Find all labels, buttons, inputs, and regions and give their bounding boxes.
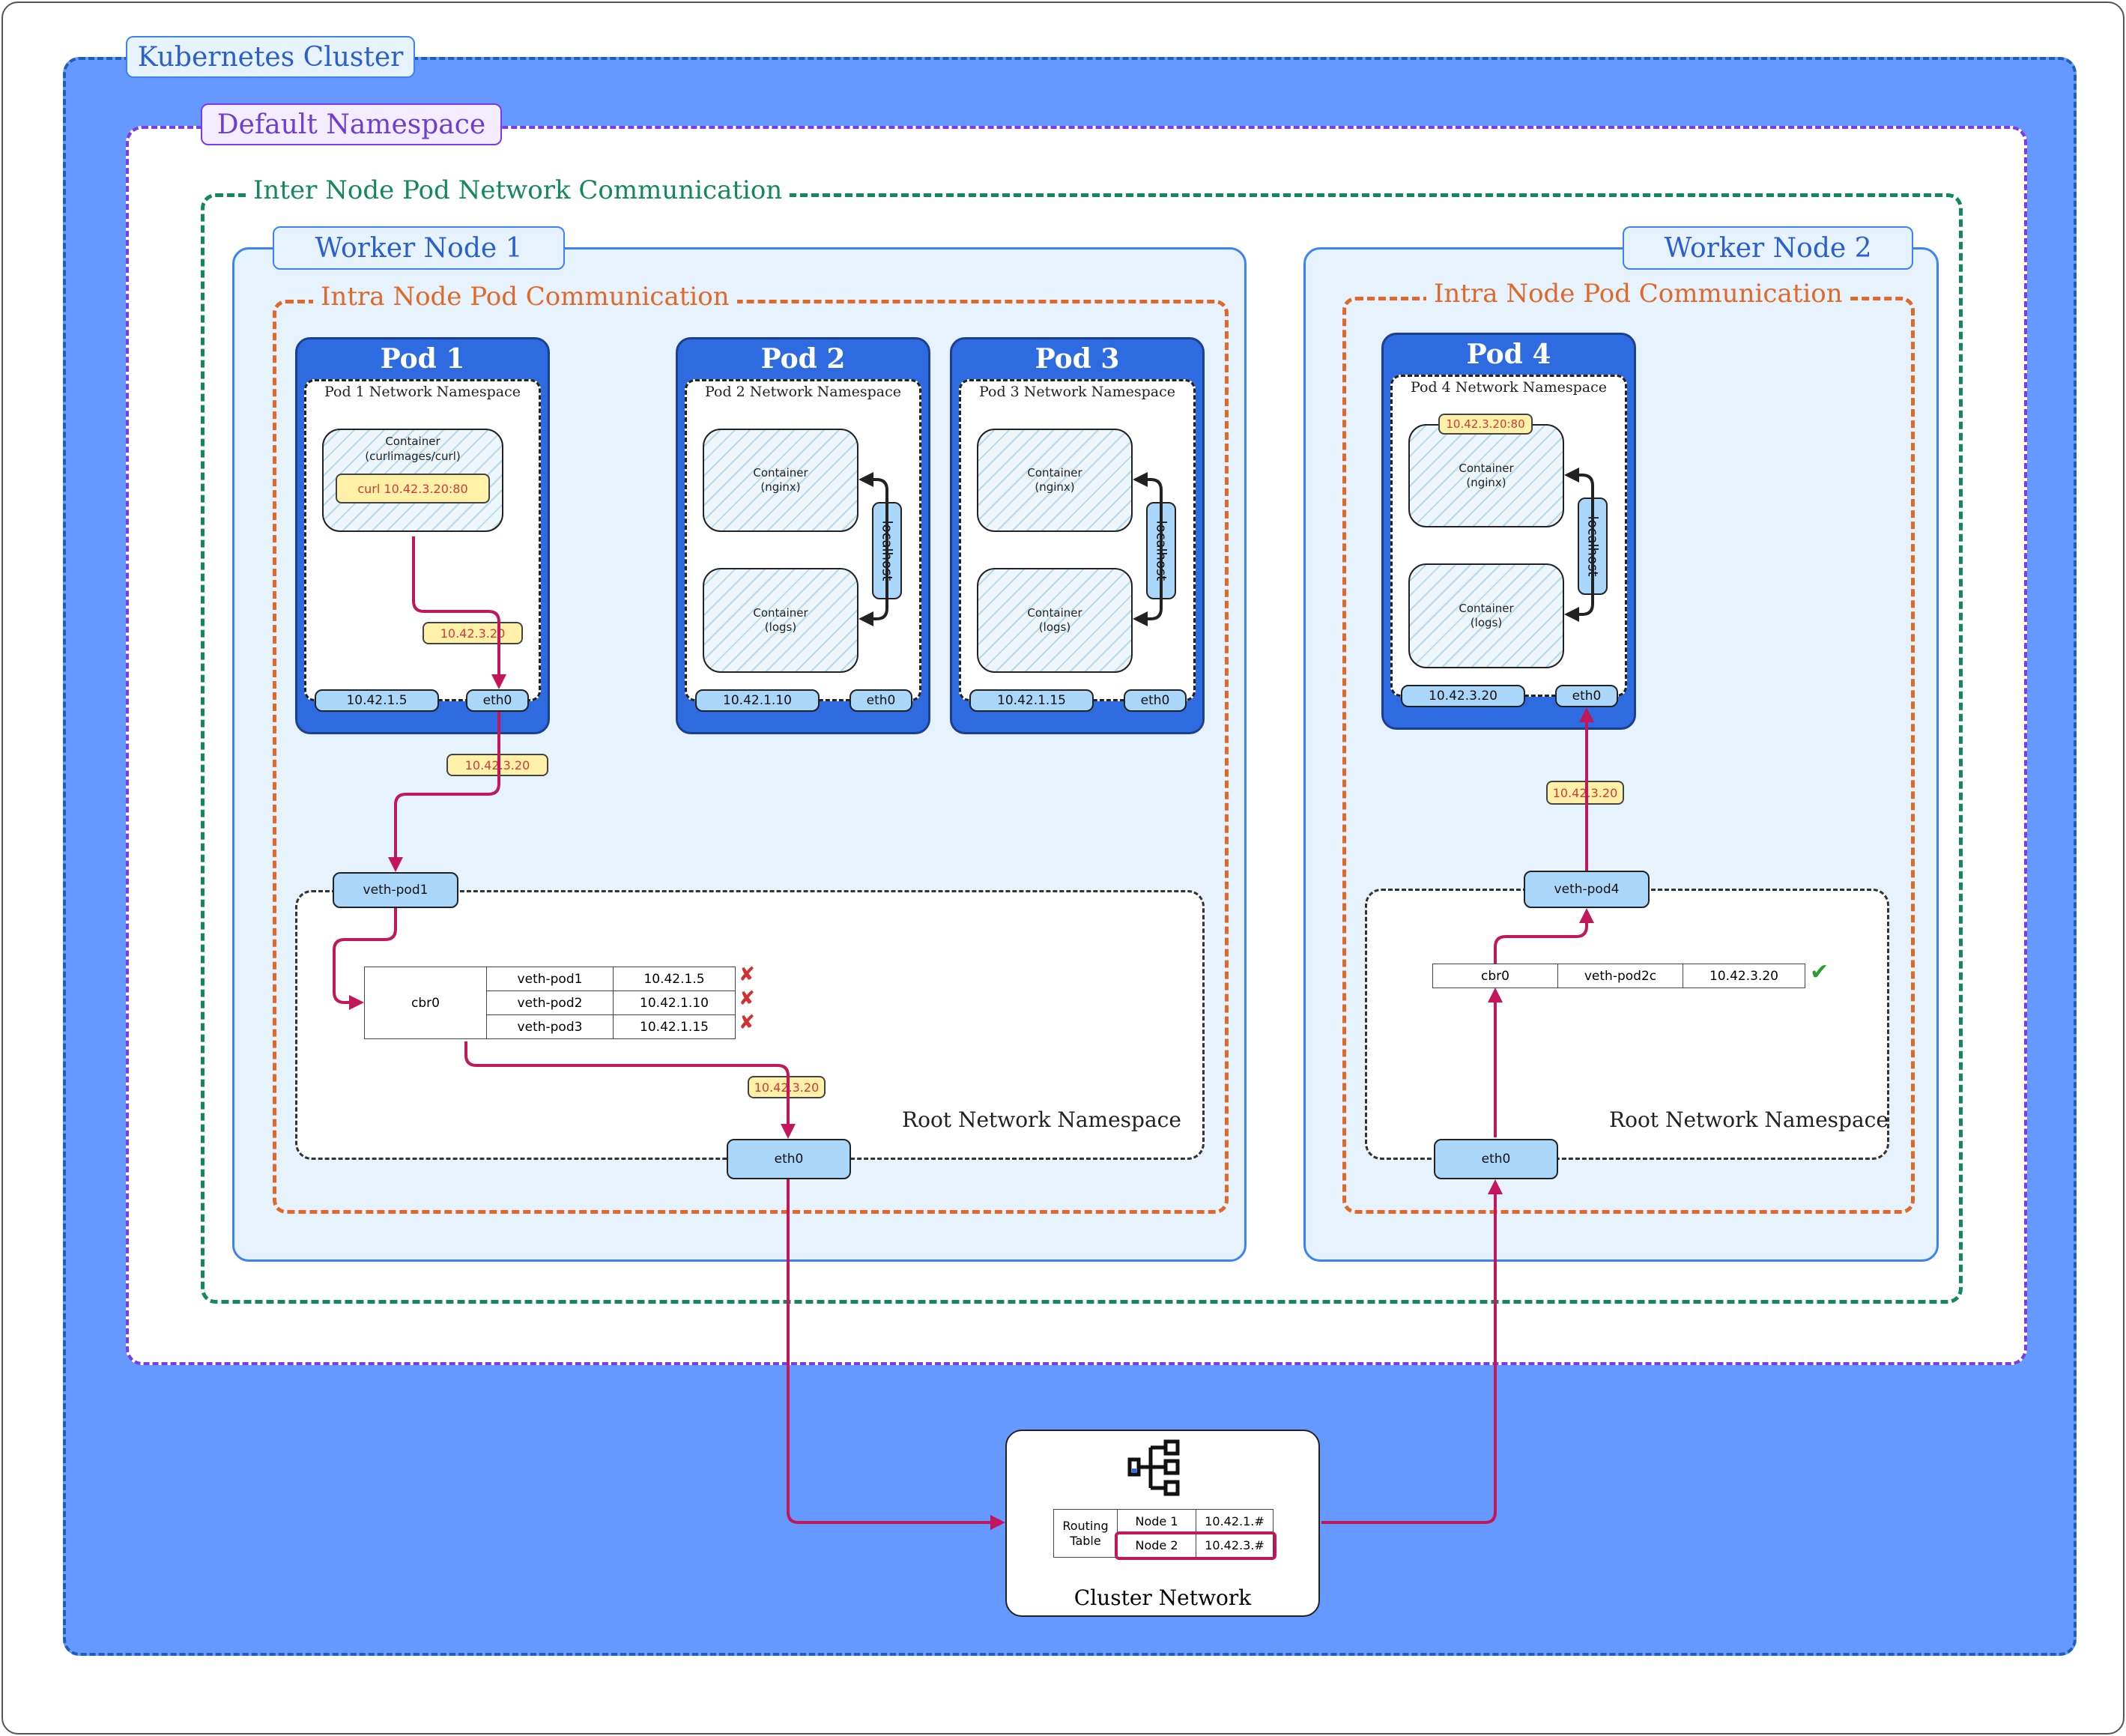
- pod-1-title: Pod 1: [380, 343, 465, 375]
- table-row: veth-pod3 10.42.1.15: [365, 1014, 736, 1039]
- pod-2-logs-container: Container (logs): [703, 568, 858, 673]
- table-row: Routing Table Node 1 10.42.1.#: [1053, 1509, 1274, 1558]
- wire-curl-to-eth0: [412, 536, 506, 689]
- intra-node-communication-1: [273, 300, 1229, 1214]
- table-row: veth-pod2 10.42.1.10: [365, 991, 736, 1015]
- namespace-title: Default Namespace: [201, 103, 502, 145]
- wire-bridge2-to-veth: [1494, 908, 1594, 964]
- pod-4-ip: 10.42.3.20: [1401, 685, 1525, 707]
- packet-pod1-inner: 10.42.3.20: [423, 622, 523, 644]
- bridge-name-2: cbr0: [1432, 964, 1558, 988]
- pod-2-nginx-container: Container (nginx): [703, 429, 858, 532]
- route-node: Node 2: [1117, 1533, 1196, 1558]
- bridge-ip: 10.42.1.5: [613, 967, 736, 991]
- network-hierarchy-icon: [1127, 1437, 1190, 1498]
- pod-3-logs-container: Container (logs): [977, 568, 1133, 673]
- pod-4-namespace-title: Pod 4 Network Namespace: [1411, 379, 1607, 396]
- worker-node-1-title: Worker Node 1: [273, 226, 565, 270]
- bridge-ip: 10.42.3.20: [1683, 964, 1805, 988]
- bridge-table-2: cbr0 veth-pod2c 10.42.3.20: [1432, 964, 1805, 988]
- pod-4-nginx-container: Container (nginx): [1408, 424, 1564, 527]
- reject-x-icon: ✘: [739, 964, 755, 986]
- intra-node-title-1: Intra Node Pod Communication: [313, 282, 737, 312]
- root-namespace-label-1: Root Network Namespace: [902, 1107, 1181, 1132]
- reject-x-icon: ✘: [739, 1011, 755, 1034]
- pod-4-title: Pod 4: [1466, 339, 1551, 370]
- localhost-link-pod4: [1564, 468, 1594, 622]
- wire-pod1-to-veth: [388, 712, 500, 872]
- reject-x-icon: ✘: [739, 988, 755, 1010]
- table-row: cbr0 veth-pod2c 10.42.3.20: [1432, 964, 1805, 988]
- inter-node-title: Inter Node Pod Network Communication: [246, 175, 790, 205]
- cluster-network-label: Cluster Network: [1073, 1585, 1252, 1610]
- root-namespace-label-2: Root Network Namespace: [1609, 1107, 1889, 1132]
- table-row: cbr0 veth-pod1 10.42.1.5: [364, 967, 736, 1039]
- root-network-namespace-2: [1365, 889, 1889, 1160]
- bridge-veth: veth-pod3: [486, 1014, 614, 1039]
- node-1-eth0[interactable]: eth0: [727, 1139, 851, 1179]
- pod-3-nginx-container: Container (nginx): [977, 429, 1133, 532]
- bridge-ip: 10.42.1.10: [613, 991, 736, 1015]
- worker-node-2-title: Worker Node 2: [1623, 226, 1913, 270]
- wire-veth-to-bridge: [333, 908, 397, 1010]
- routing-table-label: Routing Table: [1053, 1509, 1118, 1558]
- pod-2-namespace-title: Pod 2 Network Namespace: [705, 384, 901, 400]
- bridge-veth: veth-pod2c: [1557, 964, 1683, 988]
- bridge-table-1: cbr0 veth-pod1 10.42.1.5 veth-pod2 10.42…: [364, 967, 736, 1039]
- pod-1-namespace-title: Pod 1 Network Namespace: [324, 384, 521, 400]
- selected-route-highlight: [1115, 1531, 1276, 1560]
- wire-cluster-to-node2: [1321, 1179, 1503, 1524]
- pod-3-eth0[interactable]: eth0: [1124, 689, 1187, 712]
- pod-4-logs-container: Container (logs): [1408, 563, 1564, 668]
- pod-1-eth0[interactable]: eth0: [466, 689, 529, 712]
- pod-3-ip: 10.42.1.15: [969, 689, 1094, 712]
- bridge-ip: 10.42.1.15: [613, 1014, 736, 1039]
- wire-eth0-to-cluster: [787, 1179, 1005, 1530]
- localhost-link-pod2: [858, 472, 888, 626]
- veth-pod1[interactable]: veth-pod1: [333, 872, 458, 908]
- inter-node-communication: [201, 193, 1963, 1304]
- localhost-link-pod3: [1133, 472, 1163, 626]
- cluster-title: Kubernetes Cluster: [126, 36, 415, 78]
- pod-1-ip: 10.42.1.5: [315, 689, 439, 712]
- bridge-name-1: cbr0: [364, 967, 487, 1039]
- pod-4-eth0[interactable]: eth0: [1555, 685, 1618, 707]
- pod-3-title: Pod 3: [1035, 343, 1120, 375]
- intra-node-title-2: Intra Node Pod Communication: [1426, 279, 1850, 309]
- accept-check-icon: ✔: [1810, 959, 1829, 985]
- node-2-eth0[interactable]: eth0: [1434, 1139, 1558, 1179]
- pod-2-ip: 10.42.1.10: [695, 689, 820, 712]
- veth-pod4[interactable]: veth-pod4: [1524, 871, 1650, 908]
- pod-4-port-tag: 10.42.3.20:80: [1438, 414, 1533, 435]
- route-node: Node 1: [1117, 1509, 1196, 1534]
- wire-bridge-to-eth0: [464, 1041, 796, 1139]
- pod-2-title: Pod 2: [760, 343, 846, 375]
- pod-2-eth0[interactable]: eth0: [850, 689, 912, 712]
- curl-command: curl 10.42.3.20:80: [336, 474, 490, 503]
- pod-3-namespace-title: Pod 3 Network Namespace: [979, 384, 1175, 400]
- route-cidr: 10.42.1.#: [1196, 1509, 1274, 1534]
